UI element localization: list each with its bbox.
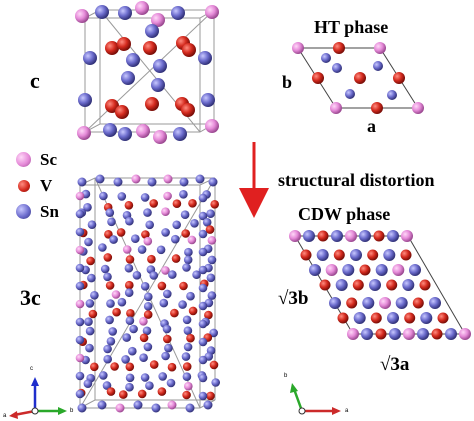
ht-2d-atoms xyxy=(292,42,424,114)
ht-atoms xyxy=(75,1,219,144)
cdw-atoms xyxy=(75,174,220,413)
legend-sn-swatch xyxy=(16,204,31,219)
axis-left-b-label: b xyxy=(70,408,74,414)
legend-v-label: V xyxy=(40,176,53,195)
ht-phase-projection xyxy=(292,42,424,114)
ht-phase-title: HT phase xyxy=(314,17,389,37)
cdw-2d-atoms xyxy=(289,230,471,340)
axis-right-b-label: b xyxy=(284,373,288,379)
cdw-a-label: √3a xyxy=(380,354,410,375)
ht-b-label: b xyxy=(282,72,293,92)
legend-v-swatch xyxy=(18,180,30,192)
axes-triad-left xyxy=(9,377,67,419)
axis-left-c-label: c xyxy=(30,366,33,372)
cdw-phase-title: CDW phase xyxy=(298,204,391,224)
axis-left-a-label: a xyxy=(3,413,7,419)
cdw-phase-projection xyxy=(289,230,471,340)
3c-axis-label: 3c xyxy=(20,285,41,310)
legend-sc-label: Sc xyxy=(40,150,57,169)
legend-sn-label: Sn xyxy=(40,202,59,221)
cdw-unit-cell-3d xyxy=(75,174,220,413)
c-axis-label: c xyxy=(30,68,40,93)
ht-unit-cell-3d xyxy=(75,1,219,144)
structural-distortion-label: structural distortion xyxy=(278,170,435,190)
axis-right-a-label: a xyxy=(345,408,349,414)
ht-a-label: a xyxy=(367,116,376,136)
axes-triad-right xyxy=(290,383,341,415)
cdw-b-label: √3b xyxy=(278,288,309,309)
legend-sc-swatch xyxy=(16,152,31,167)
